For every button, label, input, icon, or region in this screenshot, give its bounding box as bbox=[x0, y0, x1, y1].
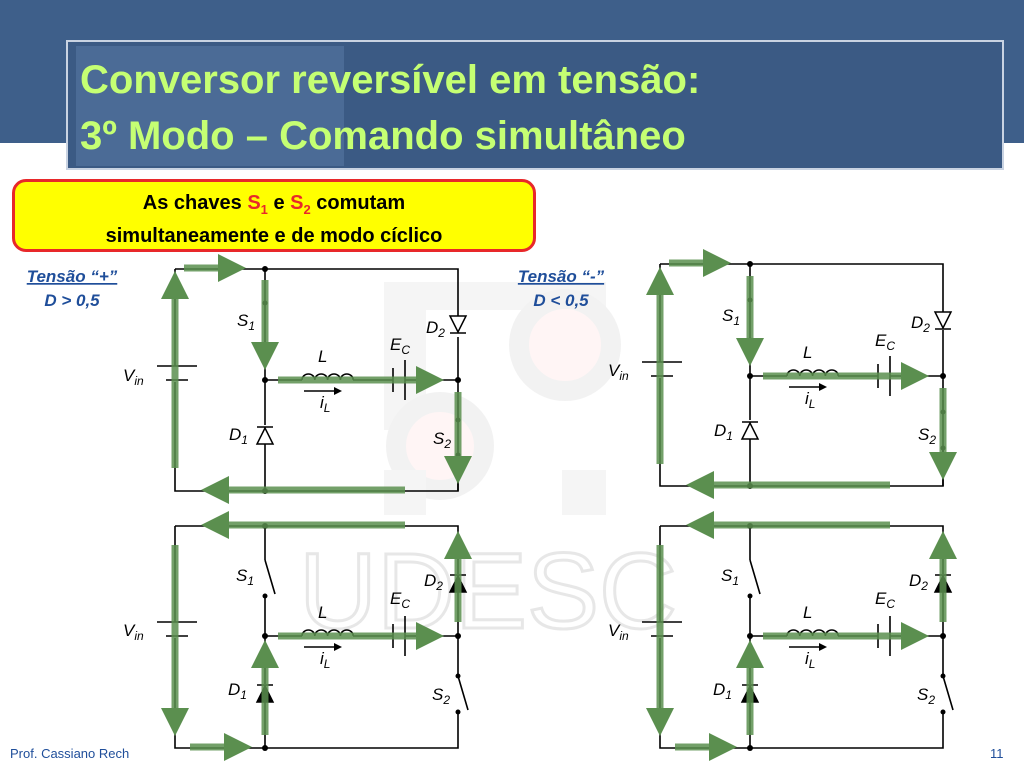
c4-vin-label: Vin bbox=[608, 621, 629, 643]
mode-minus-condition: D < 0,5 bbox=[533, 291, 589, 310]
c2-s1-label: S1 bbox=[722, 306, 740, 328]
c2-d1-label: D1 bbox=[714, 421, 733, 443]
page-number: 11 bbox=[990, 746, 1004, 761]
c4-s2-label: S2 bbox=[917, 685, 935, 707]
c2-il-label: iL bbox=[805, 389, 815, 411]
c4-il-label: iL bbox=[805, 649, 815, 671]
circuit-top-left: Vin S1 D2 EC L iL D1 S2 bbox=[123, 254, 472, 504]
circuit-bottom-right: Vin S1 D2 EC L iL D1 S2 bbox=[608, 511, 957, 761]
note-line-1: As chaves S1 e S2 comutam bbox=[142, 192, 406, 217]
c1-d1-label: D1 bbox=[229, 425, 248, 447]
c4-ec-label: EC bbox=[875, 589, 895, 611]
c4-l-label: L bbox=[803, 603, 812, 622]
c4-d1-label: D1 bbox=[713, 680, 732, 702]
c3-l-label: L bbox=[318, 603, 327, 622]
note-line-2: simultaneamente e de modo cíclico bbox=[105, 225, 443, 247]
c1-ec-label: EC bbox=[390, 335, 410, 357]
title-accent bbox=[76, 46, 344, 166]
c3-vin-label: Vin bbox=[123, 621, 144, 643]
c3-d2-label: D2 bbox=[424, 571, 443, 593]
c3-s2-label: S2 bbox=[432, 685, 450, 707]
footer-author: Prof. Cassiano Rech bbox=[10, 746, 130, 761]
c1-s1-label: S1 bbox=[237, 311, 255, 333]
c2-d2-label: D2 bbox=[911, 313, 930, 335]
mode-plus-label: Tensão “+” bbox=[27, 267, 118, 286]
c2-vin-label: Vin bbox=[608, 361, 629, 383]
c1-l-label: L bbox=[318, 347, 327, 366]
title-line-1: Conversor reversível em tensão: bbox=[80, 58, 701, 102]
c3-d1-label: D1 bbox=[228, 680, 247, 702]
c2-s2-label: S2 bbox=[918, 425, 936, 447]
circuit-top-right: Vin S1 D2 EC L iL D1 S2 bbox=[608, 249, 957, 499]
c3-il-label: iL bbox=[320, 649, 330, 671]
mode-plus-condition: D > 0,5 bbox=[44, 291, 100, 310]
watermark-text: UDESC bbox=[299, 530, 677, 651]
circuit-bottom-left: Vin S1 D2 EC L iL D1 S2 bbox=[123, 511, 472, 761]
c2-ec-label: EC bbox=[875, 331, 895, 353]
note-box: As chaves S1 e S2 comutam simultaneament… bbox=[12, 179, 536, 252]
c2-l-label: L bbox=[803, 343, 812, 362]
title-line-2: 3º Modo – Comando simultâneo bbox=[80, 114, 686, 158]
c4-s1-label: S1 bbox=[721, 566, 739, 588]
mode-minus-label: Tensão “-” bbox=[518, 267, 605, 286]
c3-ec-label: EC bbox=[390, 589, 410, 611]
c1-il-label: iL bbox=[320, 393, 330, 415]
c1-vin-label: Vin bbox=[123, 366, 144, 388]
c4-d2-label: D2 bbox=[909, 571, 928, 593]
udesc-watermark: UDESC bbox=[297, 282, 679, 653]
c1-s2-label: S2 bbox=[433, 429, 451, 451]
c1-d2-label: D2 bbox=[426, 318, 445, 340]
slide-title: Conversor reversível em tensão: 3º Modo … bbox=[80, 52, 1000, 164]
c3-s1-label: S1 bbox=[236, 566, 254, 588]
